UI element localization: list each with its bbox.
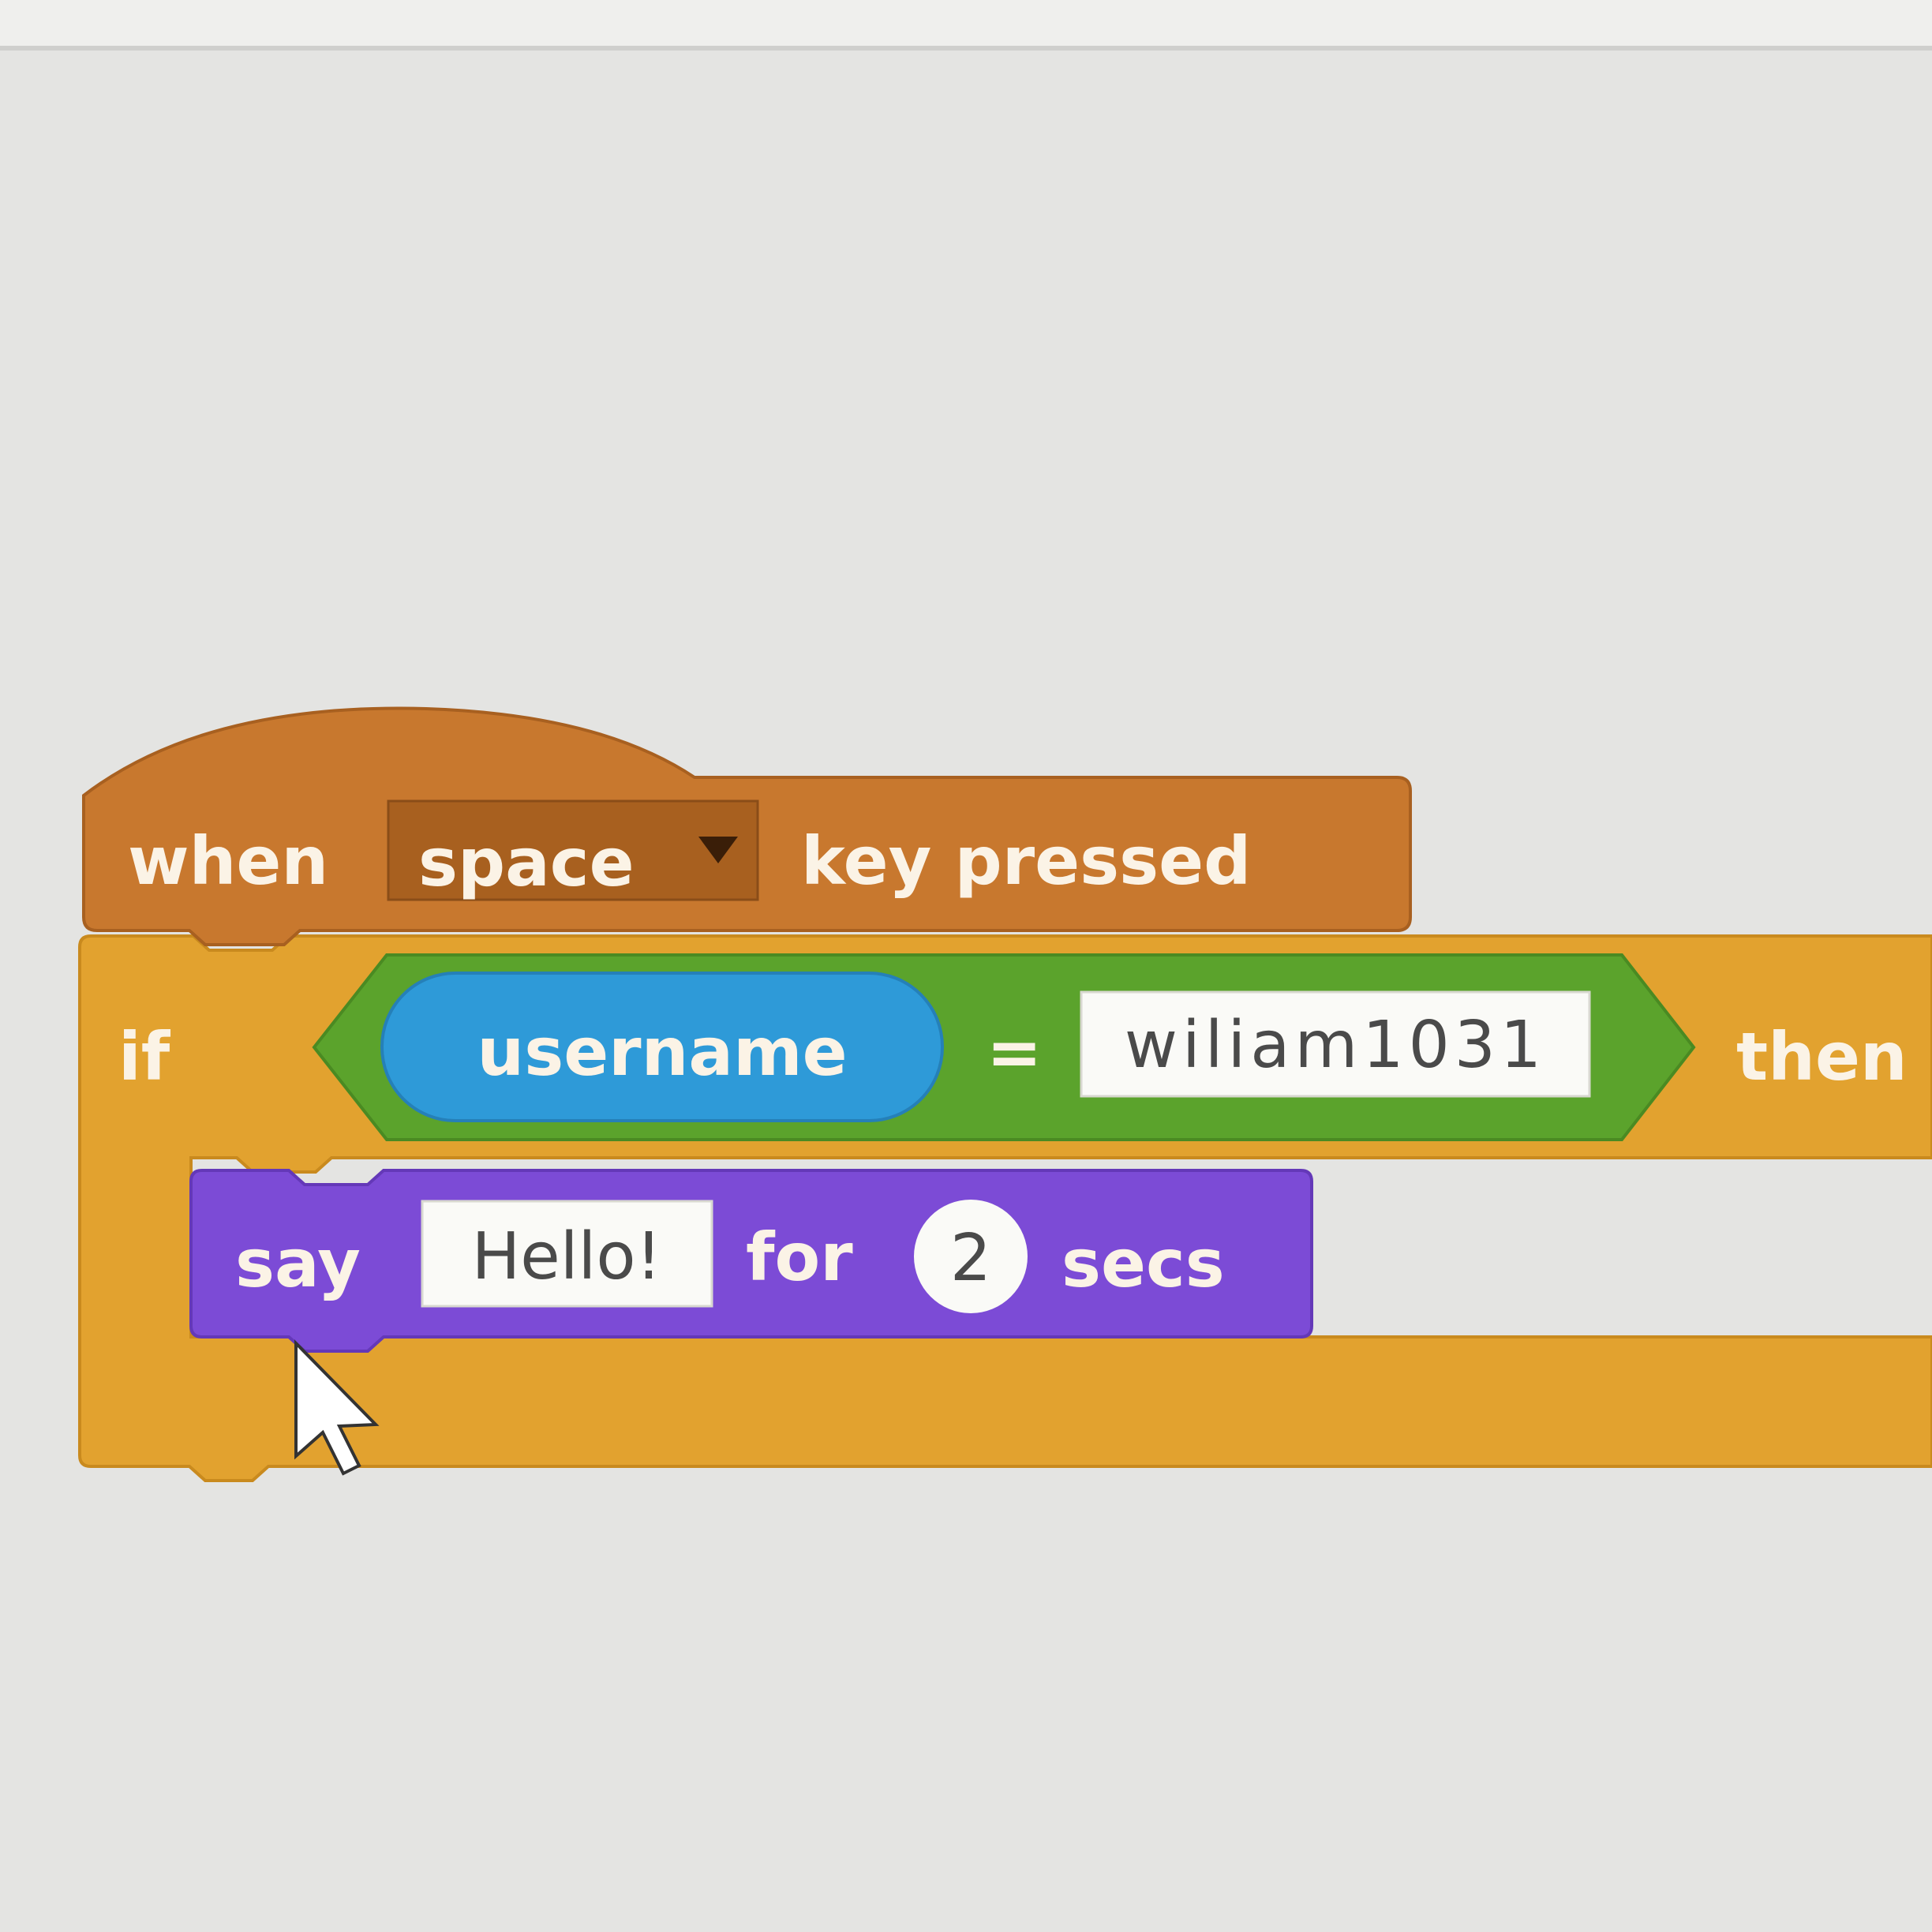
top-panel-edge: [0, 0, 1932, 47]
username-label: username: [477, 1013, 847, 1091]
equals-sign: =: [987, 1013, 1042, 1091]
message-input[interactable]: Hello!: [421, 1200, 713, 1308]
compare-value-text: wiliam1031: [1125, 1008, 1546, 1083]
key-dropdown-value: space: [418, 824, 635, 901]
when-label: when: [128, 822, 328, 900]
compare-value-input[interactable]: wiliam1031: [1080, 990, 1591, 1098]
key-dropdown[interactable]: space: [387, 799, 759, 901]
for-label: for: [746, 1219, 853, 1296]
say-for-secs-block[interactable]: say for secs: [189, 1169, 1313, 1353]
message-text: Hello!: [472, 1219, 662, 1294]
key-pressed-label: key pressed: [801, 822, 1251, 900]
seconds-text: 2: [950, 1221, 991, 1296]
secs-label: secs: [1061, 1225, 1225, 1302]
dropdown-arrow-icon: [698, 837, 738, 863]
say-label: say: [235, 1225, 361, 1302]
username-reporter[interactable]: username: [380, 972, 944, 1122]
if-label: if: [118, 1018, 171, 1095]
arrow-pointer-icon: [294, 1339, 380, 1476]
panel-divider: [0, 46, 1932, 51]
seconds-input[interactable]: 2: [914, 1200, 1028, 1313]
then-label: then: [1736, 1018, 1908, 1095]
